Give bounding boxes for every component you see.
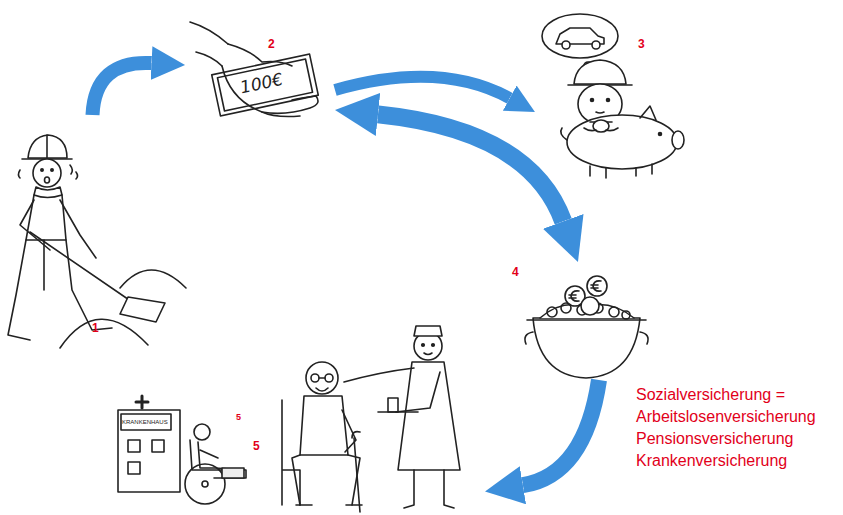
flow-arrow: [523, 380, 599, 485]
care-scene: 5: [250, 318, 485, 515]
hospital-sign: KRANKENHAUS: [122, 419, 168, 426]
hand-with-money: [190, 22, 318, 117]
callout-number: 4: [512, 266, 519, 278]
insurance-heading: Sozialversicherung =: [636, 386, 785, 404]
hospital-scene-box: 5: [112, 395, 247, 507]
elderly-and-nurse: [282, 326, 460, 512]
money-scene: 2 100€: [185, 15, 335, 115]
banknote-value: 100€: [239, 71, 285, 97]
flow-arrow: [335, 77, 510, 98]
money-pot: [525, 276, 648, 378]
worker-figure: [8, 135, 186, 348]
insurance-item: Arbeitslosenversicherung: [636, 408, 816, 426]
callout-number: 3: [638, 38, 645, 50]
callout-number: 5: [253, 440, 260, 452]
saving-scene: 3: [535, 8, 700, 168]
saver-with-piggy-bank: [542, 14, 684, 178]
callout-number: 2: [268, 38, 275, 50]
callout-number: 1: [92, 322, 99, 334]
hospital-scene: [118, 396, 246, 504]
flow-arrow: [93, 63, 152, 115]
worker-scene: 1: [10, 115, 175, 355]
flow-arrow: [378, 114, 563, 221]
insurance-item: Krankenversicherung: [636, 452, 787, 470]
callout-number: 5: [236, 413, 241, 422]
pot-scene: 4: [508, 262, 648, 380]
insurance-item: Pensionsversicherung: [636, 430, 793, 448]
